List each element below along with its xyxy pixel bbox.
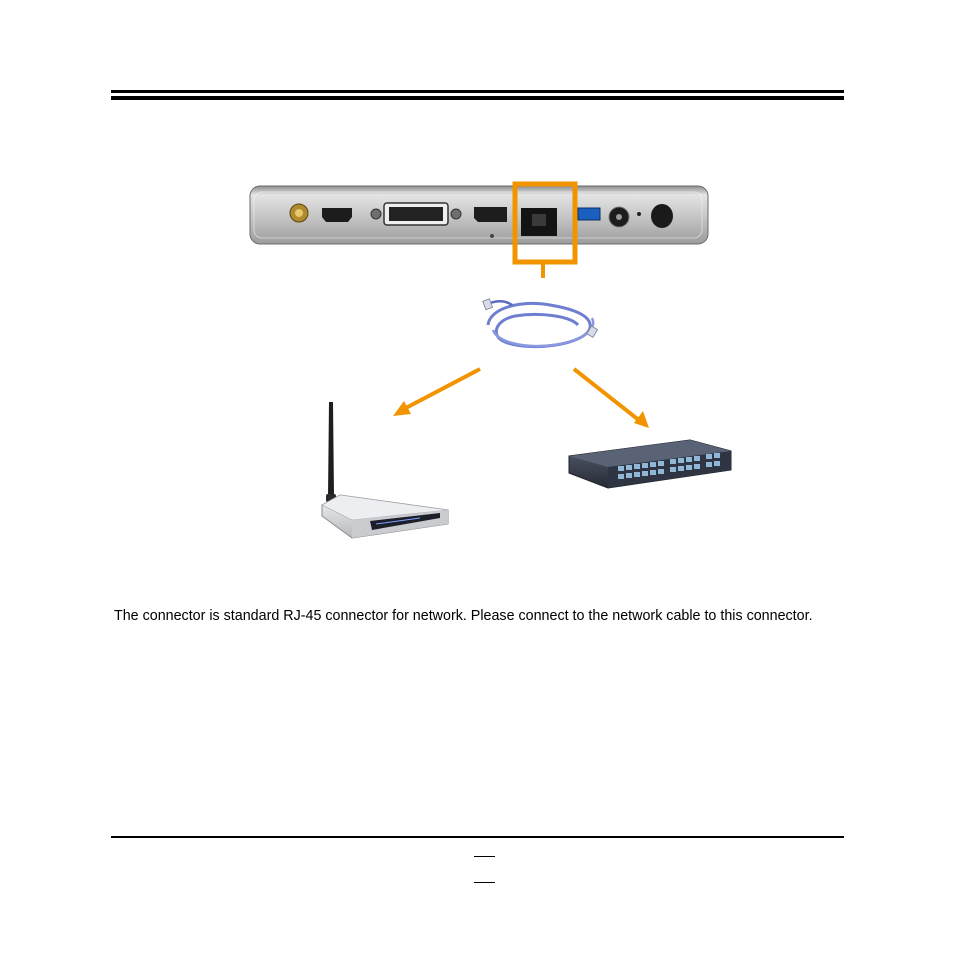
network-connection-figure bbox=[249, 181, 732, 539]
dvi-port-icon bbox=[370, 202, 462, 226]
usb-port-icon bbox=[577, 207, 601, 221]
antenna-connector-icon bbox=[289, 203, 309, 223]
rj45-highlight-box bbox=[512, 181, 578, 265]
led-icon bbox=[637, 212, 641, 216]
ethernet-cable bbox=[478, 278, 599, 366]
lock-slot-icon bbox=[651, 204, 673, 228]
arrow-to-switch-icon bbox=[572, 367, 649, 428]
displayport-icon bbox=[474, 207, 507, 238]
device-rear-panel bbox=[249, 185, 709, 245]
connector-description: The connector is standard RJ-45 connecto… bbox=[114, 608, 813, 625]
wireless-router bbox=[321, 402, 449, 539]
dc-jack-icon bbox=[608, 206, 630, 228]
hdmi-port-icon bbox=[322, 208, 352, 222]
rj45-port-icon bbox=[521, 208, 557, 236]
page-number-underline bbox=[474, 856, 495, 857]
footer-rule bbox=[111, 836, 844, 838]
page-number-underline bbox=[474, 882, 495, 883]
network-switch bbox=[568, 439, 732, 489]
arrow-to-router-icon bbox=[393, 367, 481, 416]
